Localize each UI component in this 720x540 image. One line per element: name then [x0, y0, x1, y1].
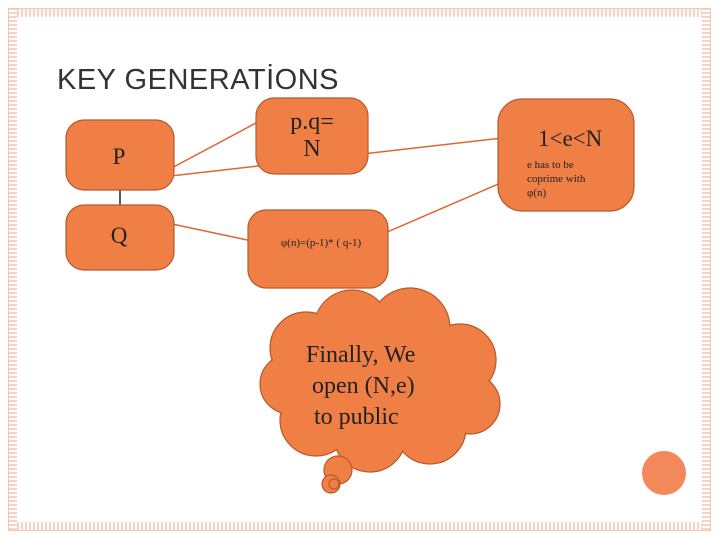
e-node	[497, 98, 635, 212]
slide-border	[8, 8, 711, 531]
border-left	[9, 9, 17, 530]
e-note-line: e has to be	[527, 159, 574, 171]
n-node-line2: N	[303, 136, 321, 162]
n-node-line1: p.q=	[290, 109, 334, 135]
border-right	[702, 9, 710, 530]
q-node	[65, 204, 175, 271]
e-note-line: φ(n)	[527, 186, 547, 199]
border-bottom	[9, 522, 710, 530]
n-node	[255, 97, 369, 175]
p-node	[65, 119, 175, 191]
e-note-line: coprime with	[527, 172, 586, 185]
cloud-line: Finally, We	[306, 342, 416, 368]
e-node-note: e has to be coprime with φ(n)	[527, 159, 617, 200]
q-node-label: Q	[110, 223, 128, 248]
phi-node-label: φ(n)=(p-1)* ( q-1)	[280, 237, 362, 249]
thought-cloud-fill	[261, 289, 499, 471]
cloud-line: to public	[314, 404, 399, 431]
phi-node	[247, 209, 389, 289]
cloud-text: Finally, We open (N,e) to public	[296, 340, 456, 434]
p-node-label: P	[112, 144, 126, 169]
e-node-label: 1<e<N	[538, 126, 603, 151]
thought-bubble-small	[328, 478, 340, 490]
circle-ornament-icon	[642, 451, 686, 495]
border-top	[9, 9, 710, 17]
slide-title: KEY GENERATİONS	[57, 64, 339, 96]
cloud-line: open (N,e)	[312, 373, 415, 400]
